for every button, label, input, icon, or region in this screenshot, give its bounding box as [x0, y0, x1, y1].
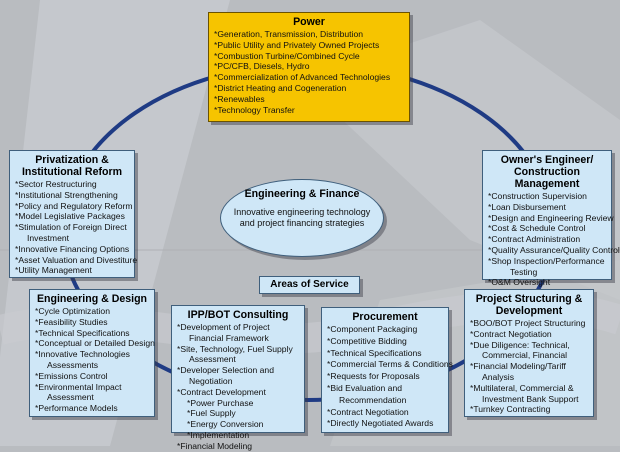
center-title: Engineering & Finance	[244, 188, 360, 200]
list-item: Financial Framework	[189, 332, 269, 343]
owners-engineer-title: Owner's Engineer/Construction Management	[500, 154, 594, 190]
list-item: *Technical Specifications	[35, 327, 130, 338]
list-item: *Model Legislative Packages	[15, 211, 125, 222]
list-item: *Power Purchase	[187, 397, 254, 408]
list-item: *Utility Management	[15, 265, 92, 276]
engineering-design-title: Engineering & Design	[36, 293, 148, 305]
list-item: *Competitive Bidding	[327, 335, 407, 346]
list-item: *Contract Negotiation	[470, 328, 552, 339]
list-item: Testing	[510, 266, 538, 277]
list-item: *Component Packaging	[327, 324, 418, 334]
owners-engineer-box: Owner's Engineer/Construction Management…	[482, 150, 620, 287]
list-item: *Asset Valuation and Divestiture	[15, 254, 138, 265]
ipp-bot-box: IPP/BOT Consulting *Development of Proje…	[171, 305, 305, 451]
list-item: *BOO/BOT Project Structuring	[470, 318, 586, 328]
engineering-design-box: Engineering & Design *Cycle Optimization…	[29, 289, 155, 417]
list-item: *Bid Evaluation and	[327, 382, 403, 393]
center-ellipse: Engineering & Finance Innovative enginee…	[220, 179, 384, 257]
project-structuring-box: Project Structuring &Development *BOO/BO…	[464, 289, 594, 417]
list-item: *Financial Modeling	[177, 440, 252, 451]
list-item: *Public Utility and Privately Owned Proj…	[214, 39, 380, 50]
list-item: *Conceptual or Detailed Design	[35, 338, 155, 349]
list-item: *Requests for Proposals	[327, 371, 420, 382]
list-item: *Commercial Terms & Conditions	[327, 359, 453, 370]
list-item: Investment	[27, 232, 70, 243]
list-item: *Financial Modeling/Tariff	[470, 361, 566, 372]
list-item: Assessment	[47, 392, 94, 403]
areas-of-service-label: Areas of Service	[259, 276, 360, 294]
list-item: *Environmental Impact	[35, 381, 122, 392]
list-item: *Developer Selection and	[177, 365, 274, 376]
list-item: *Emissions Control	[35, 370, 108, 381]
list-item: *Innovative Technologies	[35, 349, 130, 360]
list-item: *Multilateral, Commercial &	[470, 382, 574, 393]
list-item: *Development of Project	[177, 322, 270, 332]
ipp-bot-title: IPP/BOT Consulting	[187, 309, 289, 321]
list-item: *Design and Engineering Review	[488, 212, 614, 223]
list-item: Assessment	[189, 354, 236, 365]
list-item: *Construction Supervision	[488, 191, 587, 201]
power-box: Power *Generation, Transmission, Distrib…	[208, 12, 410, 122]
list-item: *Contract Negotiation	[327, 406, 409, 417]
list-item: *Combustion Turbine/Combined Cycle	[214, 50, 360, 61]
list-item: *Implementation	[187, 429, 250, 440]
procurement-box: Procurement *Component Packaging *Compet…	[321, 307, 453, 433]
list-item: *Generation, Transmission, Distribution	[214, 29, 364, 39]
list-item: *Renewables	[214, 93, 265, 104]
project-structuring-title: Project Structuring &Development	[475, 293, 583, 317]
list-item: *Performance Models	[35, 403, 118, 414]
list-item: *Contract Administration	[488, 234, 581, 245]
procurement-title: Procurement	[352, 311, 418, 323]
list-item: Assessments	[47, 359, 99, 370]
list-item: *District Heating and Cogeneration	[214, 82, 347, 93]
list-item: *Site, Technology, Fuel Supply	[177, 343, 293, 354]
list-item: *Energy Conversion	[187, 419, 264, 430]
list-item: *Stimulation of Foreign Direct	[15, 222, 127, 233]
power-title: Power	[293, 16, 325, 28]
list-item: *Cycle Optimization	[35, 306, 110, 316]
list-item: *Due Diligence: Technical,	[470, 339, 570, 350]
list-item: Analysis	[482, 371, 514, 382]
list-item: *O&M Oversight	[488, 277, 551, 288]
list-item: *Fuel Supply	[187, 408, 236, 419]
list-item: *Technical Specifications	[327, 347, 422, 358]
center-description: Innovative engineering technology and pr…	[233, 207, 371, 228]
list-item: *Quality Assurance/Quality Control	[488, 244, 620, 255]
list-item: *Feasibility Studies	[35, 316, 108, 327]
list-item: *Commercialization of Advanced Technolog…	[214, 72, 391, 83]
privatization-box: Privatization &Institutional Reform *Sec…	[9, 150, 138, 278]
list-item: *Institutional Strengthening	[15, 189, 118, 200]
list-item: *Turnkey Contracting	[470, 404, 551, 415]
privatization-title: Privatization &Institutional Reform	[21, 154, 123, 178]
list-item: *Innovative Financing Options	[15, 243, 130, 254]
list-item: Negotiation	[189, 375, 233, 386]
list-item: *Sector Restructuring	[15, 179, 97, 189]
list-item: *Contract Development	[177, 386, 266, 397]
list-item: *Cost & Schedule Control	[488, 223, 586, 234]
list-item: Investment Bank Support	[482, 393, 579, 404]
list-item: *Directly Negotiated Awards	[327, 418, 434, 429]
list-item: *Technology Transfer	[214, 104, 295, 115]
list-item: Commercial, Financial	[482, 350, 568, 361]
list-item: *PC/CFB, Diesels, Hydro	[214, 61, 310, 72]
list-item: *Loan Disbursement	[488, 201, 566, 212]
list-item: *Shop Inspection/Performance	[488, 255, 605, 266]
list-item: Recommendation	[339, 394, 407, 405]
list-item: *Policy and Regulatory Reform	[15, 200, 133, 211]
